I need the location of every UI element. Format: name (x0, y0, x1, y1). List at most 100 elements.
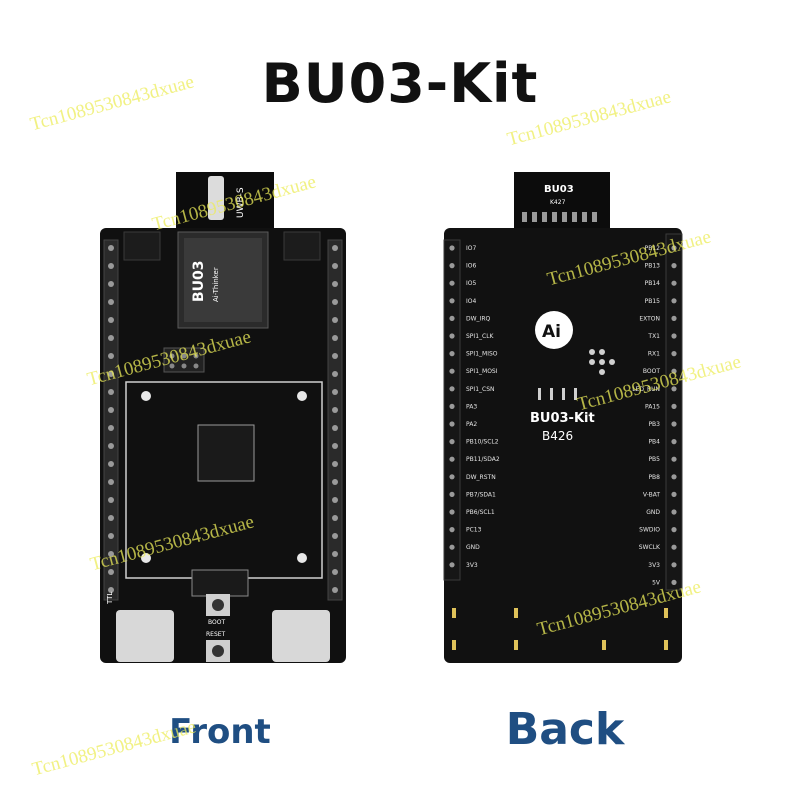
header-pin (108, 389, 114, 395)
header-pin (671, 386, 677, 392)
module-sub-label: Ai-Thinker (212, 267, 220, 302)
header-pin (671, 527, 677, 533)
header-pin (332, 443, 338, 449)
header-pin (108, 569, 114, 575)
header-pin (449, 527, 455, 533)
connector-title: BU03 (544, 184, 574, 195)
board-name: BU03-Kit (530, 411, 595, 426)
header-pin (108, 335, 114, 341)
boot-label: BOOT (208, 619, 225, 626)
header-pin (449, 263, 455, 269)
header-pin (332, 479, 338, 485)
pin-label: SWDIO (639, 527, 660, 534)
pin-label: PB4 (648, 439, 660, 446)
header-pin (671, 509, 677, 515)
header-pin (671, 439, 677, 445)
pin-label: PB5 (648, 456, 660, 463)
header-pin (332, 515, 338, 521)
header-pin (108, 245, 114, 251)
front-caption: Front (169, 712, 271, 752)
header-pin (449, 298, 455, 304)
header-pin (671, 315, 677, 321)
header-pin (671, 298, 677, 304)
header-pin (332, 497, 338, 503)
pin-label: 5V (652, 579, 661, 586)
header-pin (332, 425, 338, 431)
header-pin (108, 479, 114, 485)
header-pin (332, 245, 338, 251)
header-pin (332, 389, 338, 395)
header-pin (671, 421, 677, 427)
pin-label: PB6/SCL1 (466, 509, 495, 516)
pin-label: PB8 (648, 474, 660, 481)
header-pin (671, 579, 677, 585)
back-caption: Back (505, 704, 625, 755)
reset-label: RESET (206, 631, 226, 638)
header-pin (332, 461, 338, 467)
header-pin (108, 281, 114, 287)
header-pin (332, 587, 338, 593)
pin-label: EXTON (639, 315, 660, 322)
header-pin (108, 407, 114, 413)
header-pin (108, 497, 114, 503)
pin-label: IO6 (466, 263, 476, 270)
header-pin (449, 368, 455, 374)
header-pin (449, 245, 455, 251)
header-pin (332, 371, 338, 377)
header-pin (449, 386, 455, 392)
header-pin (108, 263, 114, 269)
header-pin (108, 299, 114, 305)
pin-label: SPI1_MISO (466, 351, 498, 358)
header-pin (332, 317, 338, 323)
header-pin (671, 351, 677, 357)
front-board-image: UWB-S BU03 Ai-Thinker (98, 170, 348, 665)
pin-label: SPI1_CLK (466, 333, 495, 340)
pin-label: GND (466, 544, 480, 551)
header-pin (449, 562, 455, 568)
header-pin (449, 333, 455, 339)
header-pin (108, 461, 114, 467)
pin-label: PB10/SCL2 (466, 439, 499, 446)
pin-label: DW_IRQ (466, 315, 490, 322)
logo-text: Ai (542, 322, 561, 342)
page-title: BU03-Kit (261, 52, 539, 115)
pin-label: PB11/SDA2 (466, 456, 500, 463)
header-pin (671, 403, 677, 409)
header-pin (449, 544, 455, 550)
pin-label: PA3 (466, 403, 477, 410)
header-pin (449, 439, 455, 445)
pin-label: PB3 (648, 421, 660, 428)
module-label: BU03 (191, 260, 207, 302)
header-pin (449, 315, 455, 321)
header-pin (332, 569, 338, 575)
board-code: B426 (542, 429, 573, 443)
pin-label: BOOT (643, 368, 660, 375)
header-pin (332, 533, 338, 539)
pin-label: PB7/SDA1 (466, 491, 496, 498)
header-pin (449, 456, 455, 462)
pin-label: 3V3 (466, 562, 478, 569)
pin-label: IO5 (466, 280, 476, 287)
pin-label: PB14 (645, 280, 661, 287)
header-pin (108, 371, 114, 377)
header-pin (108, 551, 114, 557)
pin-label: DW_RSTN (466, 474, 496, 481)
pin-label: PC13 (466, 527, 482, 534)
header-pin (671, 245, 677, 251)
header-pin (108, 425, 114, 431)
pin-label: SPI1_MOSI (466, 368, 498, 375)
pin-label: PB12 (645, 245, 661, 252)
header-pin (449, 509, 455, 515)
pin-label: LED_RUN (632, 386, 660, 393)
header-pin (449, 491, 455, 497)
connector-code: K427 (550, 199, 566, 206)
pin-label: 3V3 (648, 562, 660, 569)
pin-label: PA2 (466, 421, 477, 428)
header-pin (332, 353, 338, 359)
header-pin (108, 353, 114, 359)
header-pin (671, 456, 677, 462)
header-pin (332, 299, 338, 305)
header-pin (108, 515, 114, 521)
header-pin (332, 263, 338, 269)
header-pin (332, 407, 338, 413)
